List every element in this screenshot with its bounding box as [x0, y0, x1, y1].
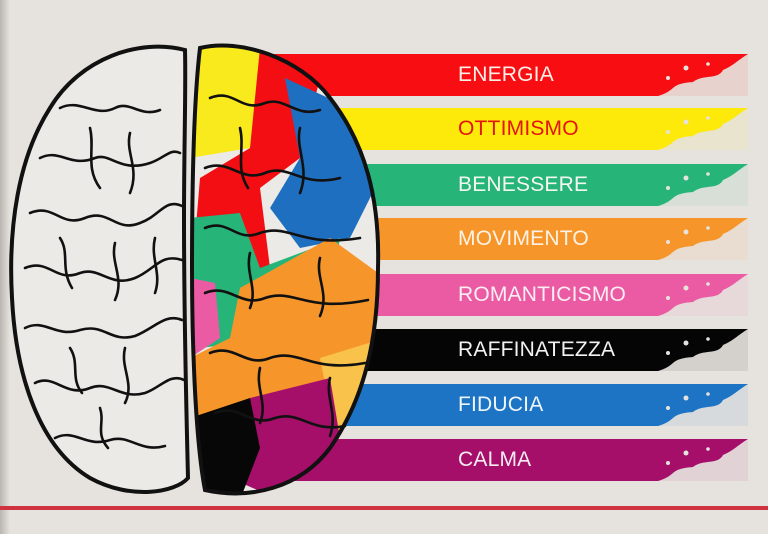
bar-label: BENESSERE: [458, 173, 589, 196]
bar-label: OTTIMISMO: [458, 117, 579, 140]
left-shadow-edge: [0, 0, 10, 534]
paint-splash: [658, 329, 748, 371]
paint-splash: [658, 108, 748, 150]
bar-label: MOVIMENTO: [458, 227, 589, 250]
paint-splash: [658, 164, 748, 206]
paint-splash: [658, 218, 748, 260]
paint-splash: [658, 54, 748, 96]
bar-label: ENERGIA: [458, 63, 554, 86]
bar-label: CALMA: [458, 448, 532, 471]
bottom-rule: [0, 506, 768, 510]
bar-label: ROMANTICISMO: [458, 283, 627, 306]
left-hemisphere: [9, 44, 191, 494]
bar-label: FIDUCIA: [458, 393, 544, 416]
paint-splash: [658, 384, 748, 426]
bar-label: RAFFINATEZZA: [458, 338, 616, 361]
brain-illustration: [9, 43, 381, 496]
paint-splash: [658, 274, 748, 316]
right-hemisphere: [189, 43, 381, 496]
paint-splash: [658, 439, 748, 481]
